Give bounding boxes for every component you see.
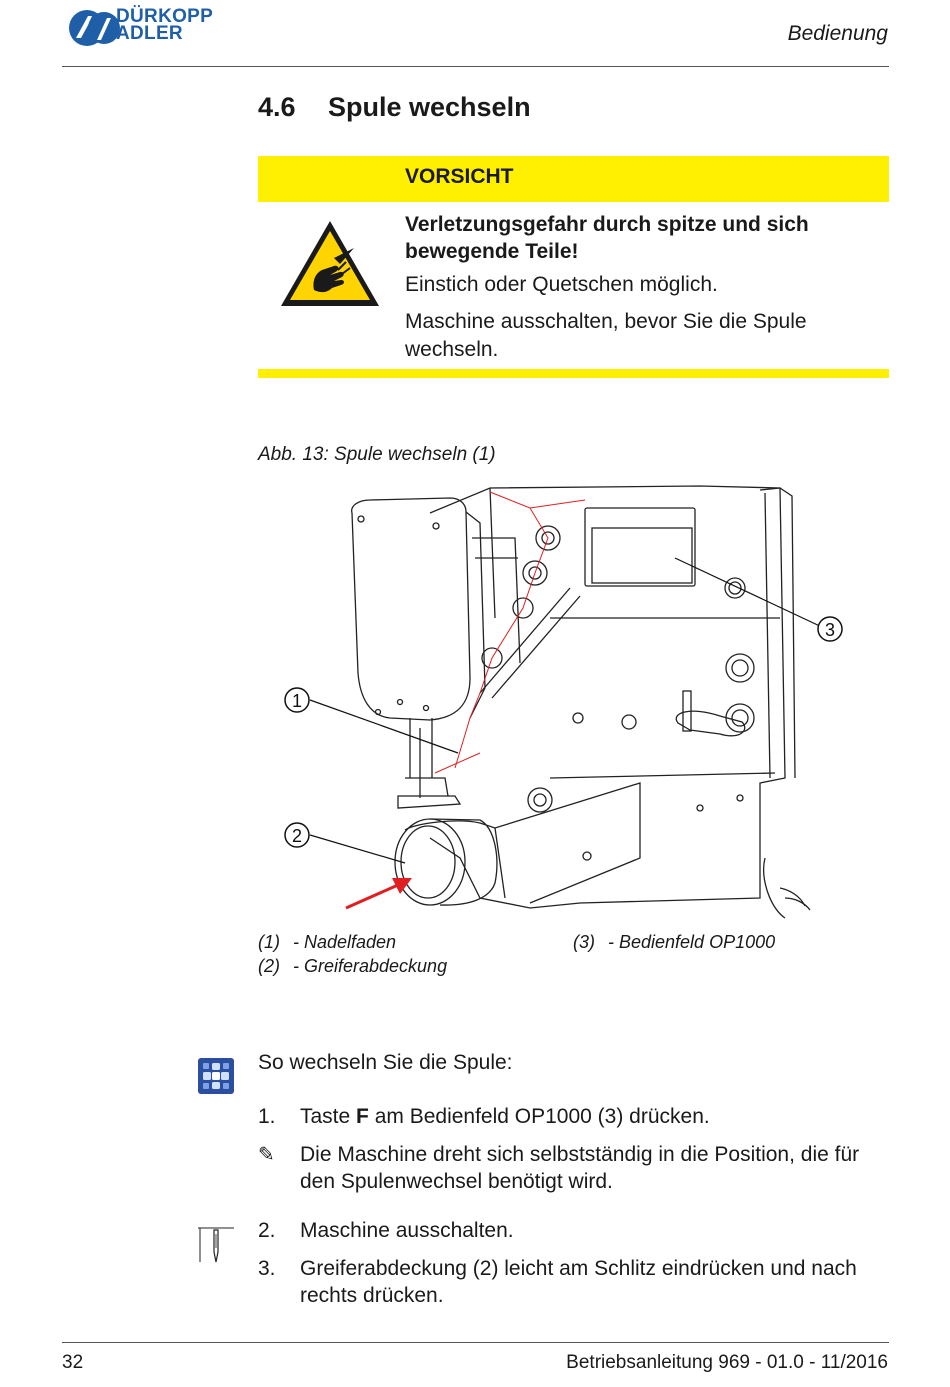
brand-name: DÜRKOPP ADLER — [116, 6, 214, 44]
caution-heading: Verletzungsgefahr durch spitze und sich … — [405, 213, 809, 263]
callout-1: 1 — [284, 687, 310, 713]
document-reference: Betriebsanleitung 969 - 01.0 - 11/2016 — [566, 1352, 888, 1373]
needle-icon — [198, 1227, 234, 1263]
header-divider — [62, 66, 889, 67]
caution-instruction: Maschine ausschalten, bevor Sie die Spul… — [405, 310, 807, 361]
legend-2-text: - Greiferabdeckung — [293, 956, 448, 976]
step-1-key: F — [356, 1105, 369, 1128]
step-3-number: 3. — [258, 1257, 276, 1280]
step-1-pre: Taste — [300, 1105, 357, 1128]
footer-divider — [62, 1342, 889, 1343]
sewing-machine-illustration: 1 2 3 — [284, 485, 843, 919]
page-number: 32 — [62, 1352, 84, 1373]
caution-consequence: Einstich oder Quetschen möglich. — [405, 273, 718, 296]
control-panel-icon — [198, 1058, 234, 1094]
caution-footer-bar — [258, 369, 889, 378]
step-1-number: 1. — [258, 1105, 276, 1128]
figure-caption: Abb. 13: Spule wechseln (1) — [258, 444, 496, 465]
red-arrow-icon — [345, 878, 412, 910]
brand-line-1: DÜRKOPP — [116, 6, 214, 27]
legend-1-number: (1) — [258, 932, 280, 952]
caution-label: VORSICHT — [405, 165, 514, 188]
callout-3: 3 — [817, 616, 843, 642]
legend-2-number: (2) — [258, 956, 280, 976]
step-2-number: 2. — [258, 1219, 276, 1242]
hand-injury-warning-icon — [281, 221, 379, 306]
step-1-text: Taste F am Bedienfeld OP1000 (3) drücken… — [300, 1103, 890, 1130]
step-1-post: am Bedienfeld OP1000 (3) drücken. — [368, 1105, 710, 1128]
section-title: Spule wechseln — [328, 92, 531, 122]
callout-2-label: 2 — [292, 826, 302, 846]
brand-line-2: ADLER — [116, 23, 183, 44]
callout-3-label: 3 — [825, 620, 835, 640]
duerkopp-adler-logo — [69, 10, 120, 46]
step-3-text: Greiferabdeckung (2) leicht am Schlitz e… — [300, 1257, 857, 1307]
legend-1-text: - Nadelfaden — [293, 932, 397, 952]
section-number: 4.6 — [258, 92, 296, 122]
callout-1-label: 1 — [292, 691, 302, 711]
legend-3-number: (3) — [573, 932, 595, 952]
step-2-text: Maschine ausschalten. — [300, 1219, 514, 1242]
result-arrow-icon: ✎ — [258, 1144, 275, 1166]
legend-3-text: - Bedienfeld OP1000 — [608, 932, 776, 952]
header-section-name: Bedienung — [787, 22, 888, 45]
instructions-intro: So wechseln Sie die Spule: — [258, 1051, 513, 1074]
callout-2: 2 — [284, 822, 310, 848]
caution-header-bar — [258, 156, 889, 202]
result-1-text: Die Maschine dreht sich selbstständig in… — [300, 1143, 860, 1193]
